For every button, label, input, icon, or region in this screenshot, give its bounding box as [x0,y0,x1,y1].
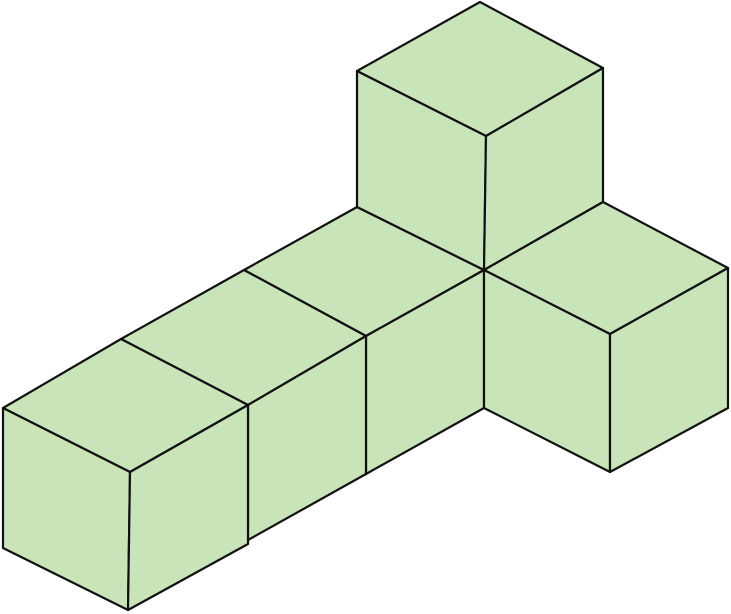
right-cube-front-face [608,266,730,474]
top-cube [355,0,605,272]
row-cube-2-front-face [126,403,250,612]
row-cube-3 [119,268,368,542]
row-cube-2 [1,337,250,612]
right-cube [482,200,730,474]
